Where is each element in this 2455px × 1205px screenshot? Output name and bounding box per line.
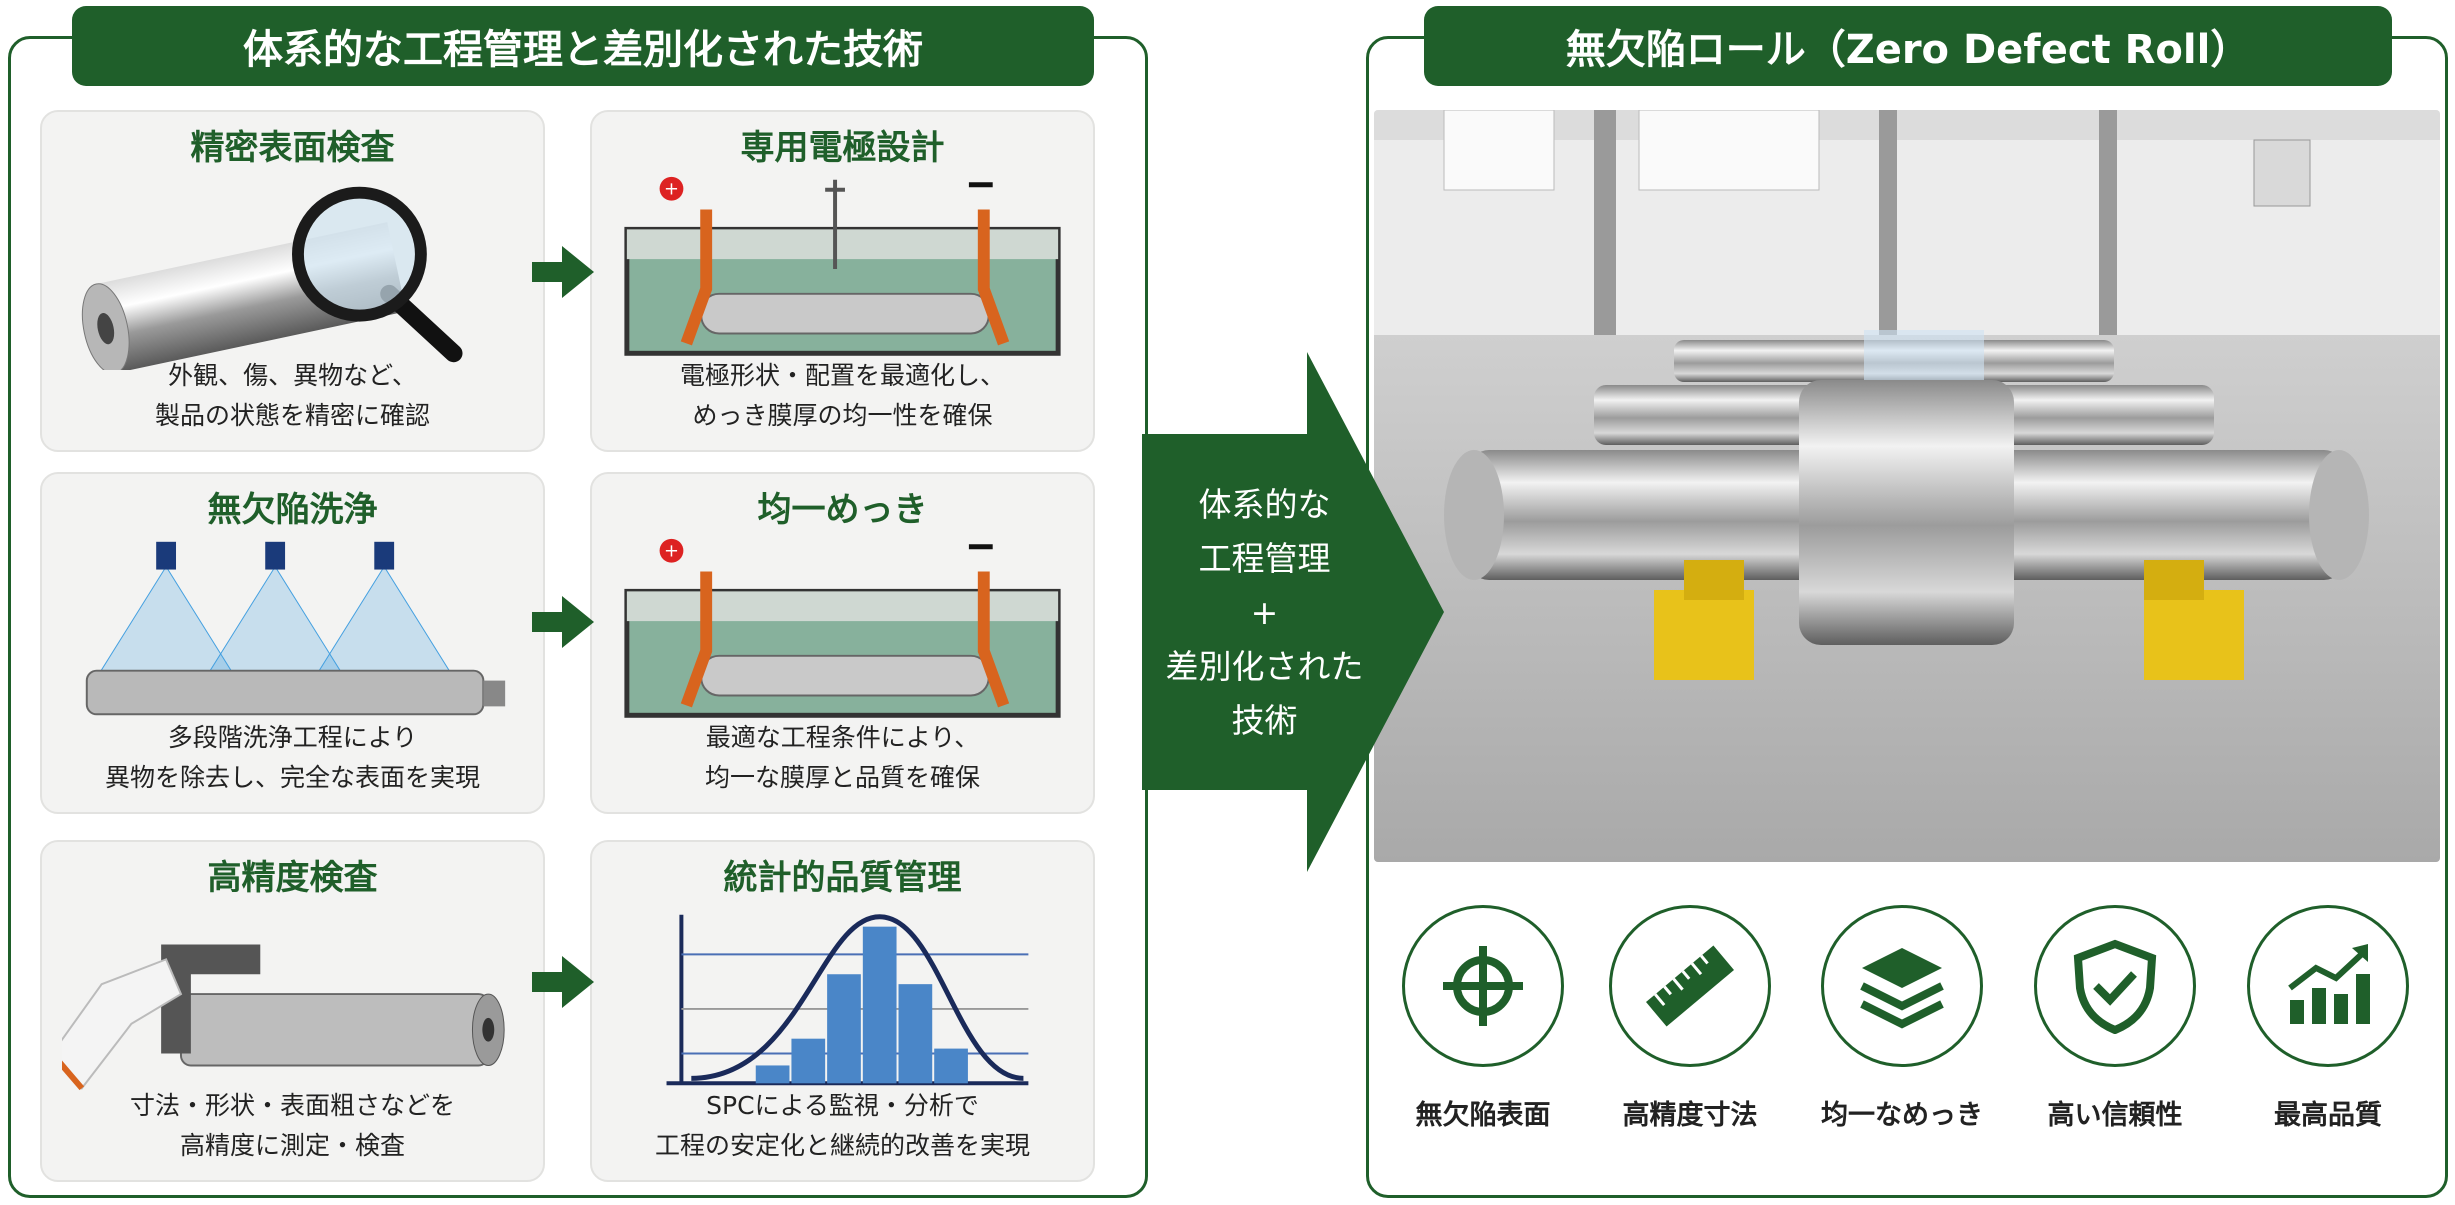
card-desc-line: 高精度に測定・検査 xyxy=(179,1131,405,1160)
card-desc-line: SPCによる監視・分析で xyxy=(706,1091,979,1120)
card-defect-free-cleaning: 無欠陥洗浄 多段階洗浄工程により 異物を除去し、完全な表面を実現 xyxy=(40,472,545,814)
feature-label: 最高品質 xyxy=(2274,1100,2382,1131)
product-panel-title: 無欠陥ロール（Zero Defect Roll） xyxy=(1424,6,2392,86)
feature-label: 高い信頼性 xyxy=(2047,1100,2183,1131)
layers-icon xyxy=(1860,948,1944,1029)
card-uniform-plating: 均一めっき + 最適な工程条件により、 均一な膜厚と品質を確保 xyxy=(590,472,1095,814)
zero-defect-roll-photo xyxy=(1374,110,2440,862)
spc-histogram-illustration xyxy=(612,904,1073,1100)
arrow-caption-line: + xyxy=(1250,593,1279,632)
plating-tank-electrode-illustration: + xyxy=(612,174,1073,370)
card-surface-inspection: 精密表面検査 外観、傷、異物など、 製品の状態を精密に確認 xyxy=(40,110,545,452)
card-desc-line: 寸法・形状・表面粗さなどを xyxy=(129,1091,455,1120)
card-desc-line: 外観、傷、異物など、 xyxy=(168,361,417,390)
feature-high-precision-dimensions: 高精度寸法 xyxy=(1590,905,1790,1132)
spray-cleaning-illustration xyxy=(62,536,523,732)
crosshair-icon xyxy=(1443,946,1523,1026)
feature-zero-defect-surface: 無欠陥表面 xyxy=(1383,905,1583,1132)
card-title: 均一めっき xyxy=(757,490,928,530)
arrow-caption: 体系的な 工程管理 + 差別化された 技術 xyxy=(1142,478,1387,748)
feature-label: 均一なめっき xyxy=(1821,1100,1983,1131)
feature-label: 高精度寸法 xyxy=(1622,1100,1758,1131)
card-title: 精密表面検査 xyxy=(190,128,395,168)
arrow-right-icon xyxy=(532,246,594,298)
arrow-right-icon xyxy=(532,596,594,648)
feature-highest-quality: 最高品質 xyxy=(2228,905,2428,1132)
feature-high-reliability: 高い信頼性 xyxy=(2015,905,2215,1132)
card-statistical-quality-control: 統計的品質管理 SPCによる監視・分析で 工程の安定化と継続的改善を実現 xyxy=(590,840,1095,1182)
card-desc-line: 電極形状・配置を最適化し、 xyxy=(679,361,1005,390)
card-title: 無欠陥洗浄 xyxy=(207,490,378,530)
card-desc-line: めっき膜厚の均一性を確保 xyxy=(692,401,993,430)
svg-text:+: + xyxy=(664,179,679,200)
roll-magnifier-illustration xyxy=(62,174,523,370)
card-desc-line: 均一な膜厚と品質を確保 xyxy=(704,763,980,792)
shield-check-icon xyxy=(2073,939,2157,1034)
arrow-caption-line: 技術 xyxy=(1231,701,1298,740)
arrow-caption-line: 差別化された xyxy=(1165,647,1364,686)
big-arrow-right-icon xyxy=(1142,352,1444,872)
arrow-right-icon xyxy=(532,956,594,1008)
card-electrode-design: 専用電極設計 + 電極形状・配置を最適化し、 めっき膜厚の均一性を確保 xyxy=(590,110,1095,452)
svg-text:+: + xyxy=(664,541,679,562)
growth-chart-icon xyxy=(2288,944,2370,1024)
card-title: 専用電極設計 xyxy=(740,128,945,168)
ruler-icon xyxy=(1646,945,1734,1027)
micrometer-measurement-illustration xyxy=(62,904,523,1100)
feature-label: 無欠陥表面 xyxy=(1415,1100,1551,1131)
card-desc-line: 多段階洗浄工程により xyxy=(167,723,418,752)
feature-uniform-plating: 均一なめっき xyxy=(1802,905,2002,1132)
card-desc-line: 工程の安定化と継続的改善を実現 xyxy=(654,1131,1030,1160)
arrow-caption-line: 工程管理 xyxy=(1198,539,1331,578)
card-desc-line: 異物を除去し、完全な表面を実現 xyxy=(104,763,480,792)
process-panel-title: 体系的な工程管理と差別化された技術 xyxy=(72,6,1094,86)
card-title: 高精度検査 xyxy=(207,858,378,898)
card-title: 統計的品質管理 xyxy=(723,858,962,898)
card-high-precision-inspection: 高精度検査 寸法・形状・表面粗さなどを 高精度に測定・検査 xyxy=(40,840,545,1182)
card-desc-line: 最適な工程条件により、 xyxy=(705,723,980,752)
card-desc-line: 製品の状態を精密に確認 xyxy=(154,401,430,430)
arrow-caption-line: 体系的な xyxy=(1198,485,1331,524)
plating-tank-illustration: + xyxy=(612,536,1073,732)
